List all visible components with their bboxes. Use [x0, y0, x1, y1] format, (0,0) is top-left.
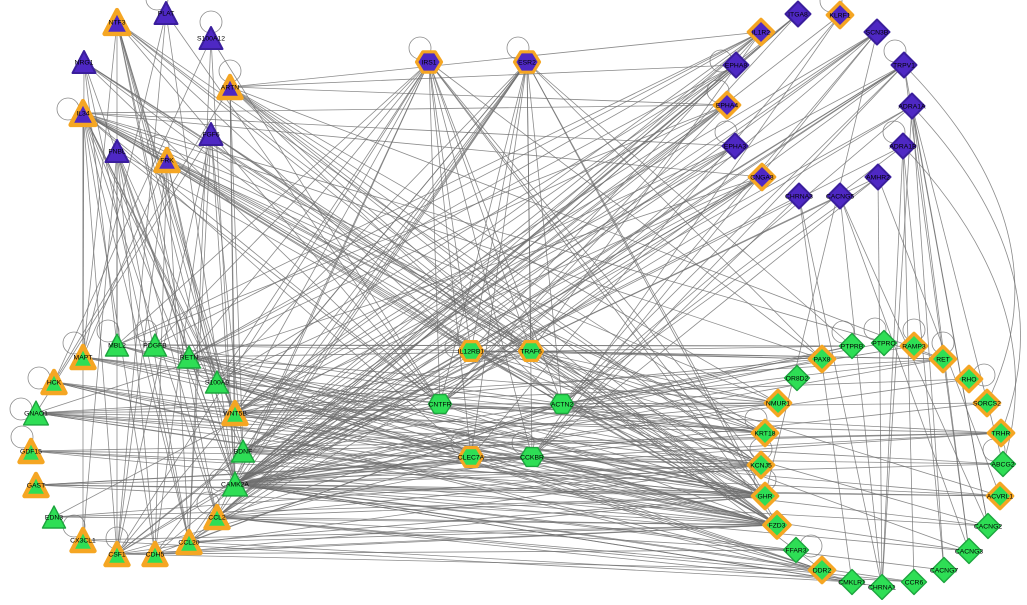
svg-text:NMUR1: NMUR1	[766, 400, 790, 407]
svg-text:NTF3: NTF3	[109, 19, 126, 26]
svg-text:ESR2: ESR2	[518, 59, 536, 66]
svg-text:ITGA8: ITGA8	[788, 11, 808, 18]
svg-text:ADRA1B: ADRA1B	[889, 143, 917, 150]
svg-text:FGF6: FGF6	[202, 131, 220, 138]
svg-text:ABCG2: ABCG2	[991, 461, 1014, 468]
svg-text:CACNG5: CACNG5	[826, 193, 855, 200]
svg-text:CNGA3: CNGA3	[750, 174, 774, 181]
svg-text:CACNG7: CACNG7	[930, 567, 959, 574]
svg-text:PTPRB: PTPRB	[841, 343, 864, 350]
svg-text:KCNJ5: KCNJ5	[750, 462, 772, 469]
svg-text:CCKBR: CCKBR	[520, 454, 544, 461]
svg-text:CDH5: CDH5	[146, 551, 165, 558]
svg-text:KLRF1: KLRF1	[829, 12, 850, 19]
svg-text:SORCS2: SORCS2	[973, 400, 1001, 407]
svg-text:FNBL: FNBL	[108, 148, 126, 155]
svg-text:CCL2: CCL2	[208, 514, 226, 521]
svg-text:MBL2: MBL2	[108, 342, 126, 349]
svg-text:CX3CL1: CX3CL1	[70, 537, 96, 544]
svg-text:CCL20: CCL20	[178, 539, 199, 546]
svg-text:TRAF6: TRAF6	[520, 348, 542, 355]
svg-text:SCN3B: SCN3B	[866, 29, 889, 36]
svg-text:PDGFB: PDGFB	[143, 342, 167, 349]
svg-text:EPHA3: EPHA3	[724, 143, 747, 150]
svg-text:IL12RB1: IL12RB1	[458, 348, 485, 355]
svg-text:PTPRO: PTPRO	[872, 340, 895, 347]
svg-text:RETN: RETN	[180, 354, 199, 361]
svg-text:ACTN2: ACTN2	[551, 401, 574, 408]
svg-text:DDR2: DDR2	[813, 567, 832, 574]
svg-text:RHO: RHO	[961, 376, 976, 383]
svg-text:PLAT: PLAT	[158, 10, 175, 17]
svg-text:FFAR3: FFAR3	[785, 547, 806, 554]
svg-text:CAMK2A: CAMK2A	[221, 481, 249, 488]
svg-text:IL1R2: IL1R2	[752, 29, 770, 36]
svg-text:IL34: IL34	[76, 110, 89, 117]
svg-text:EDN3: EDN3	[45, 514, 63, 521]
svg-text:IRS1: IRS1	[421, 59, 436, 66]
svg-text:TRPV1: TRPV1	[893, 62, 915, 69]
svg-text:ADRA1A: ADRA1A	[898, 103, 926, 110]
svg-text:MAPT: MAPT	[74, 354, 93, 361]
svg-text:HCK: HCK	[47, 379, 62, 386]
svg-text:AMHR2: AMHR2	[866, 174, 890, 181]
svg-text:CACNG3: CACNG3	[955, 548, 984, 555]
svg-text:TRHR: TRHR	[992, 430, 1011, 437]
svg-text:BDNF: BDNF	[234, 448, 253, 455]
svg-text:WNT5B: WNT5B	[223, 410, 247, 417]
svg-text:FRK: FRK	[160, 157, 174, 164]
svg-text:CSF1: CSF1	[108, 551, 126, 558]
svg-text:CHRNA3: CHRNA3	[785, 193, 813, 200]
svg-text:CHRNA1: CHRNA1	[868, 584, 896, 591]
svg-text:NRG1: NRG1	[75, 59, 94, 66]
svg-text:EPHA8: EPHA8	[725, 62, 748, 69]
svg-text:CACNG2: CACNG2	[974, 523, 1003, 530]
svg-text:PAX8: PAX8	[814, 356, 831, 363]
svg-text:GAST: GAST	[27, 482, 46, 489]
svg-text:ARTN: ARTN	[221, 84, 239, 91]
svg-text:ACVRL1: ACVRL1	[987, 493, 1014, 500]
svg-text:FZD3: FZD3	[769, 522, 786, 529]
svg-text:S100A9: S100A9	[205, 379, 229, 386]
svg-text:GHR: GHR	[757, 493, 772, 500]
svg-text:CNTFR: CNTFR	[428, 401, 451, 408]
svg-text:GNAO1: GNAO1	[24, 410, 48, 417]
svg-text:CMKLR1: CMKLR1	[838, 579, 866, 586]
svg-text:RET: RET	[936, 356, 950, 363]
svg-text:S100A12: S100A12	[197, 35, 225, 42]
svg-text:RAMP3: RAMP3	[902, 343, 926, 350]
svg-text:OR8D2: OR8D2	[786, 375, 809, 382]
svg-text:EPHA4: EPHA4	[716, 102, 739, 109]
svg-text:CLEC7A: CLEC7A	[458, 454, 485, 461]
svg-text:CCR6: CCR6	[905, 579, 924, 586]
svg-text:GDF15: GDF15	[20, 448, 42, 455]
svg-text:KRT18: KRT18	[754, 430, 775, 437]
